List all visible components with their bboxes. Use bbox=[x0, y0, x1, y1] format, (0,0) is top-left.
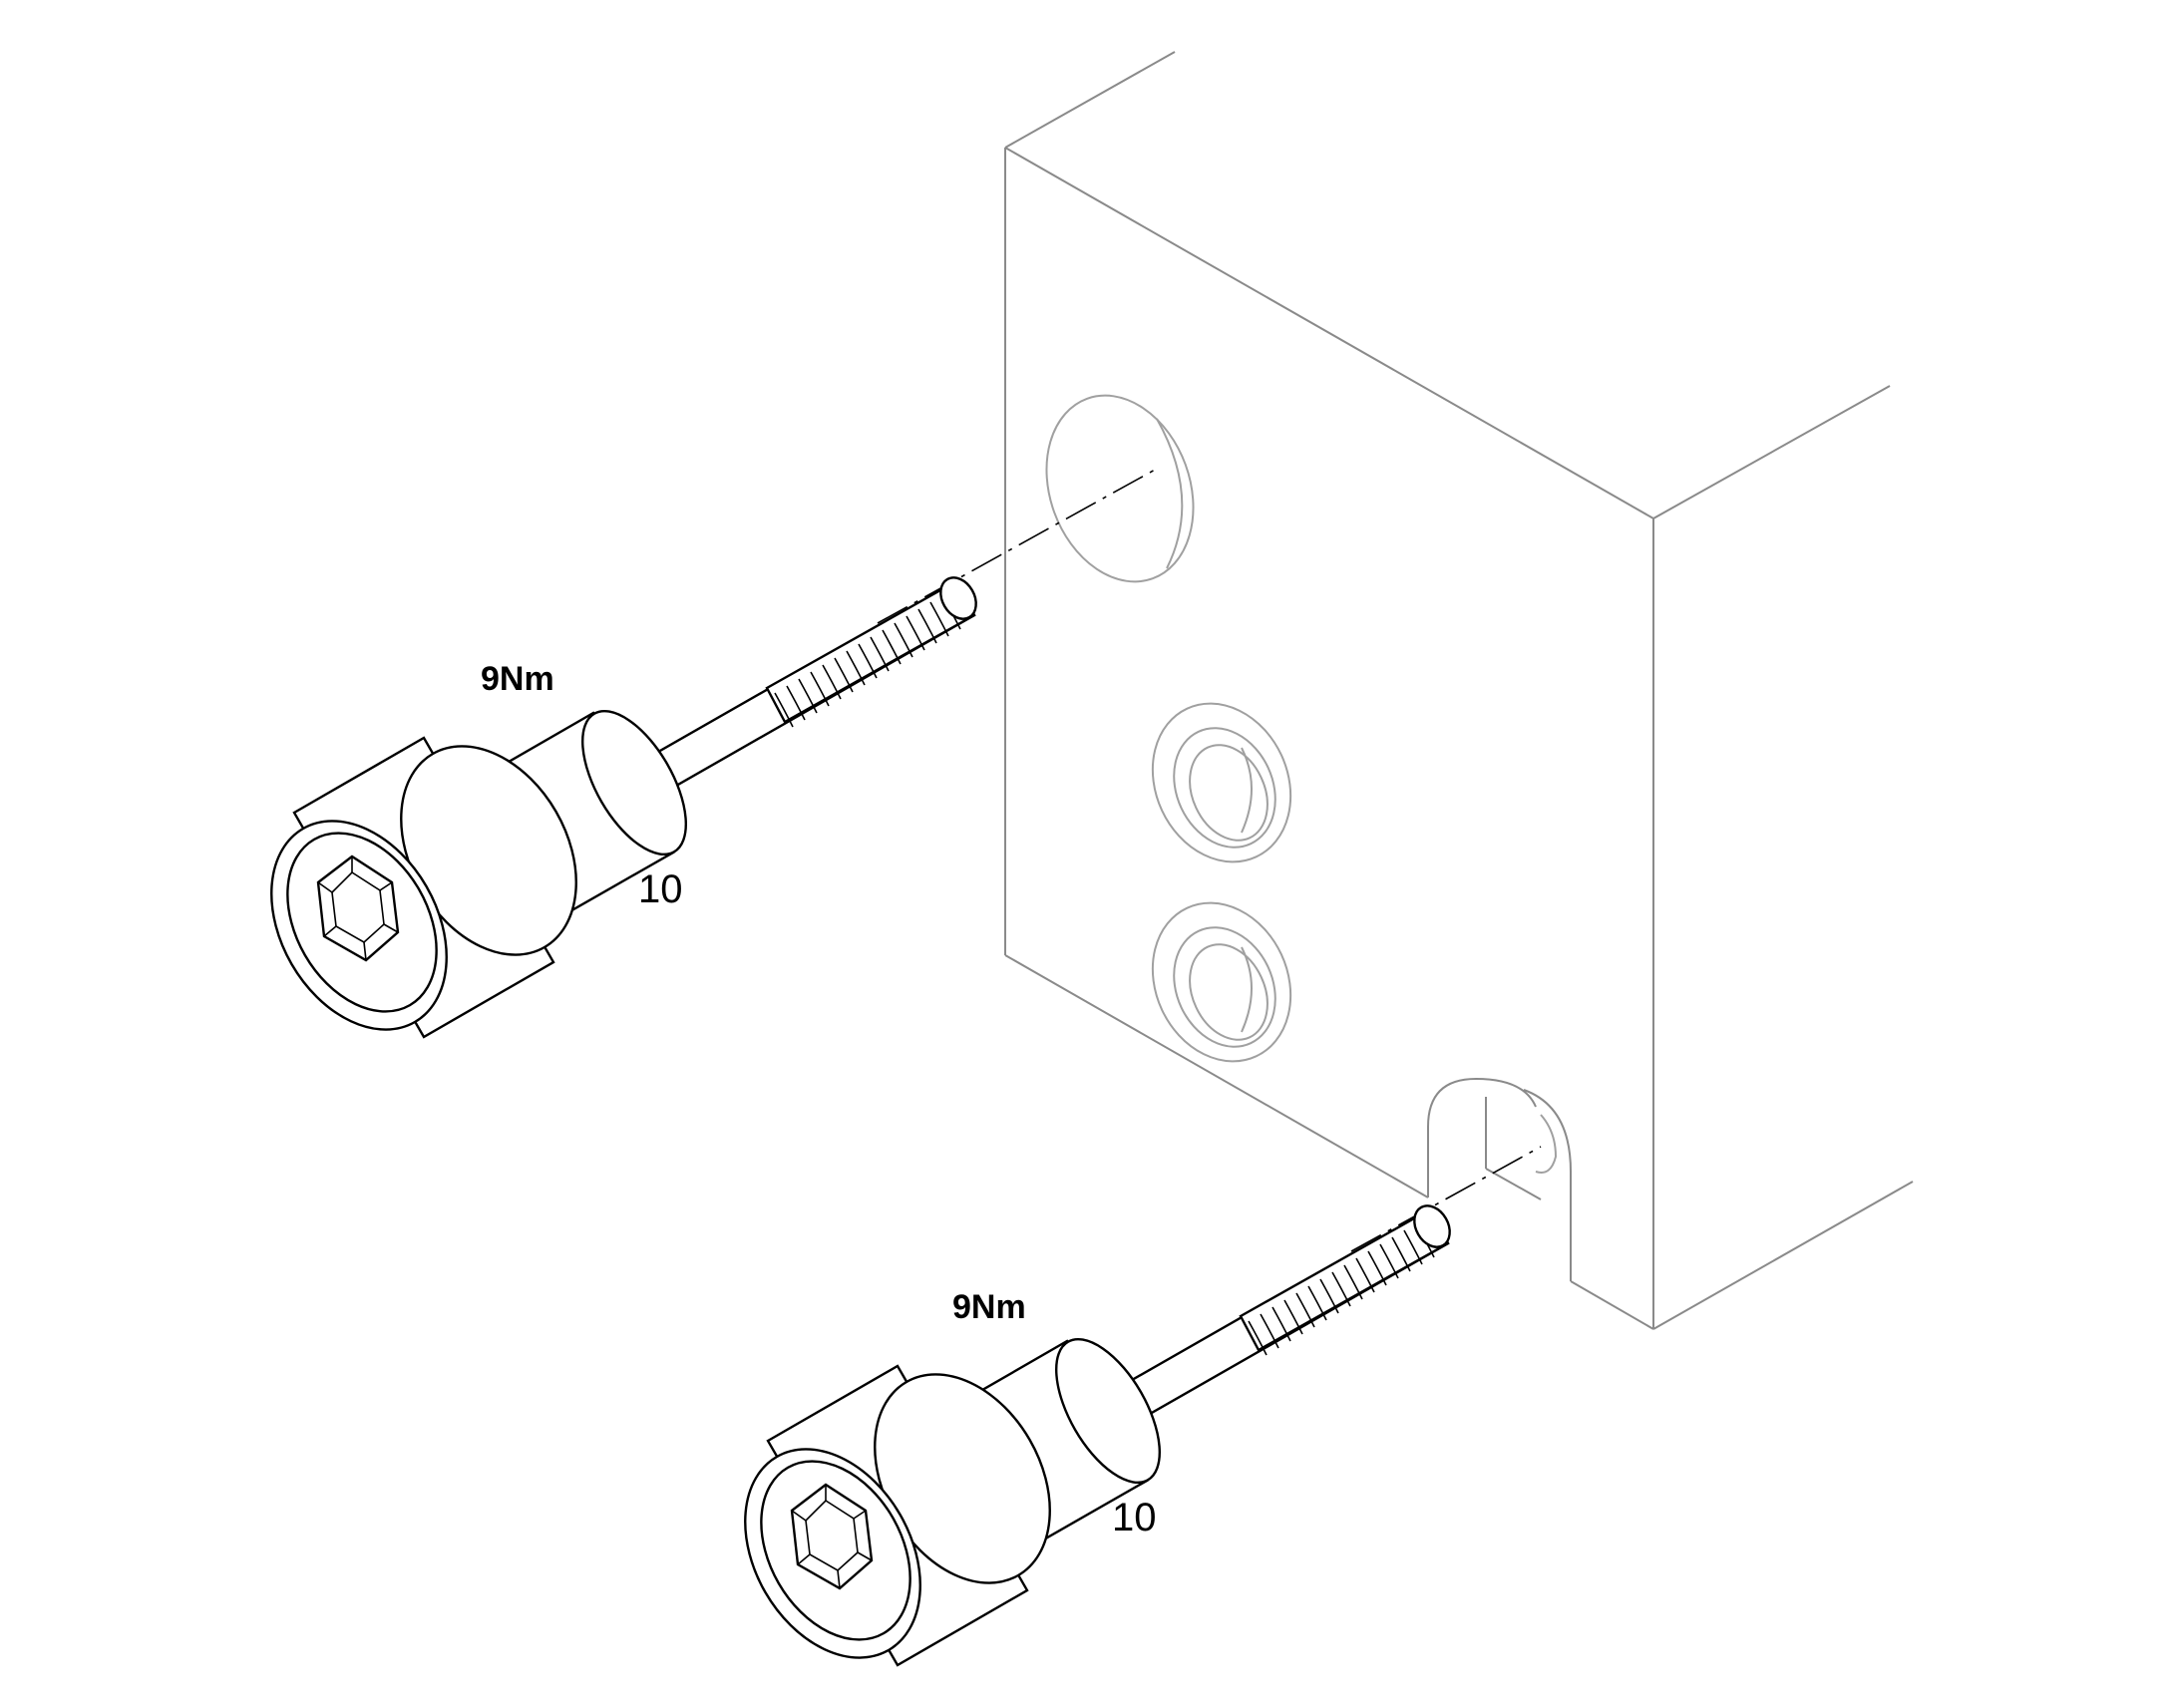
screw-lower bbox=[708, 1146, 1542, 1691]
bottom-slot bbox=[1427, 1077, 1572, 1281]
size-label-upper: 10 bbox=[638, 867, 683, 911]
alignment-axis-upper bbox=[877, 468, 1158, 624]
threaded-hole-lower bbox=[1151, 901, 1292, 1063]
alignment-axis-lower bbox=[1350, 1146, 1542, 1252]
screw-upper bbox=[234, 468, 1158, 1063]
threaded-hole-upper bbox=[1151, 702, 1292, 863]
size-label-lower: 10 bbox=[1112, 1496, 1157, 1539]
through-hole bbox=[1045, 394, 1195, 583]
torque-label-upper: 9Nm bbox=[481, 660, 554, 698]
mounting-block bbox=[1004, 51, 1914, 1330]
torque-label-lower: 9Nm bbox=[952, 1288, 1026, 1326]
